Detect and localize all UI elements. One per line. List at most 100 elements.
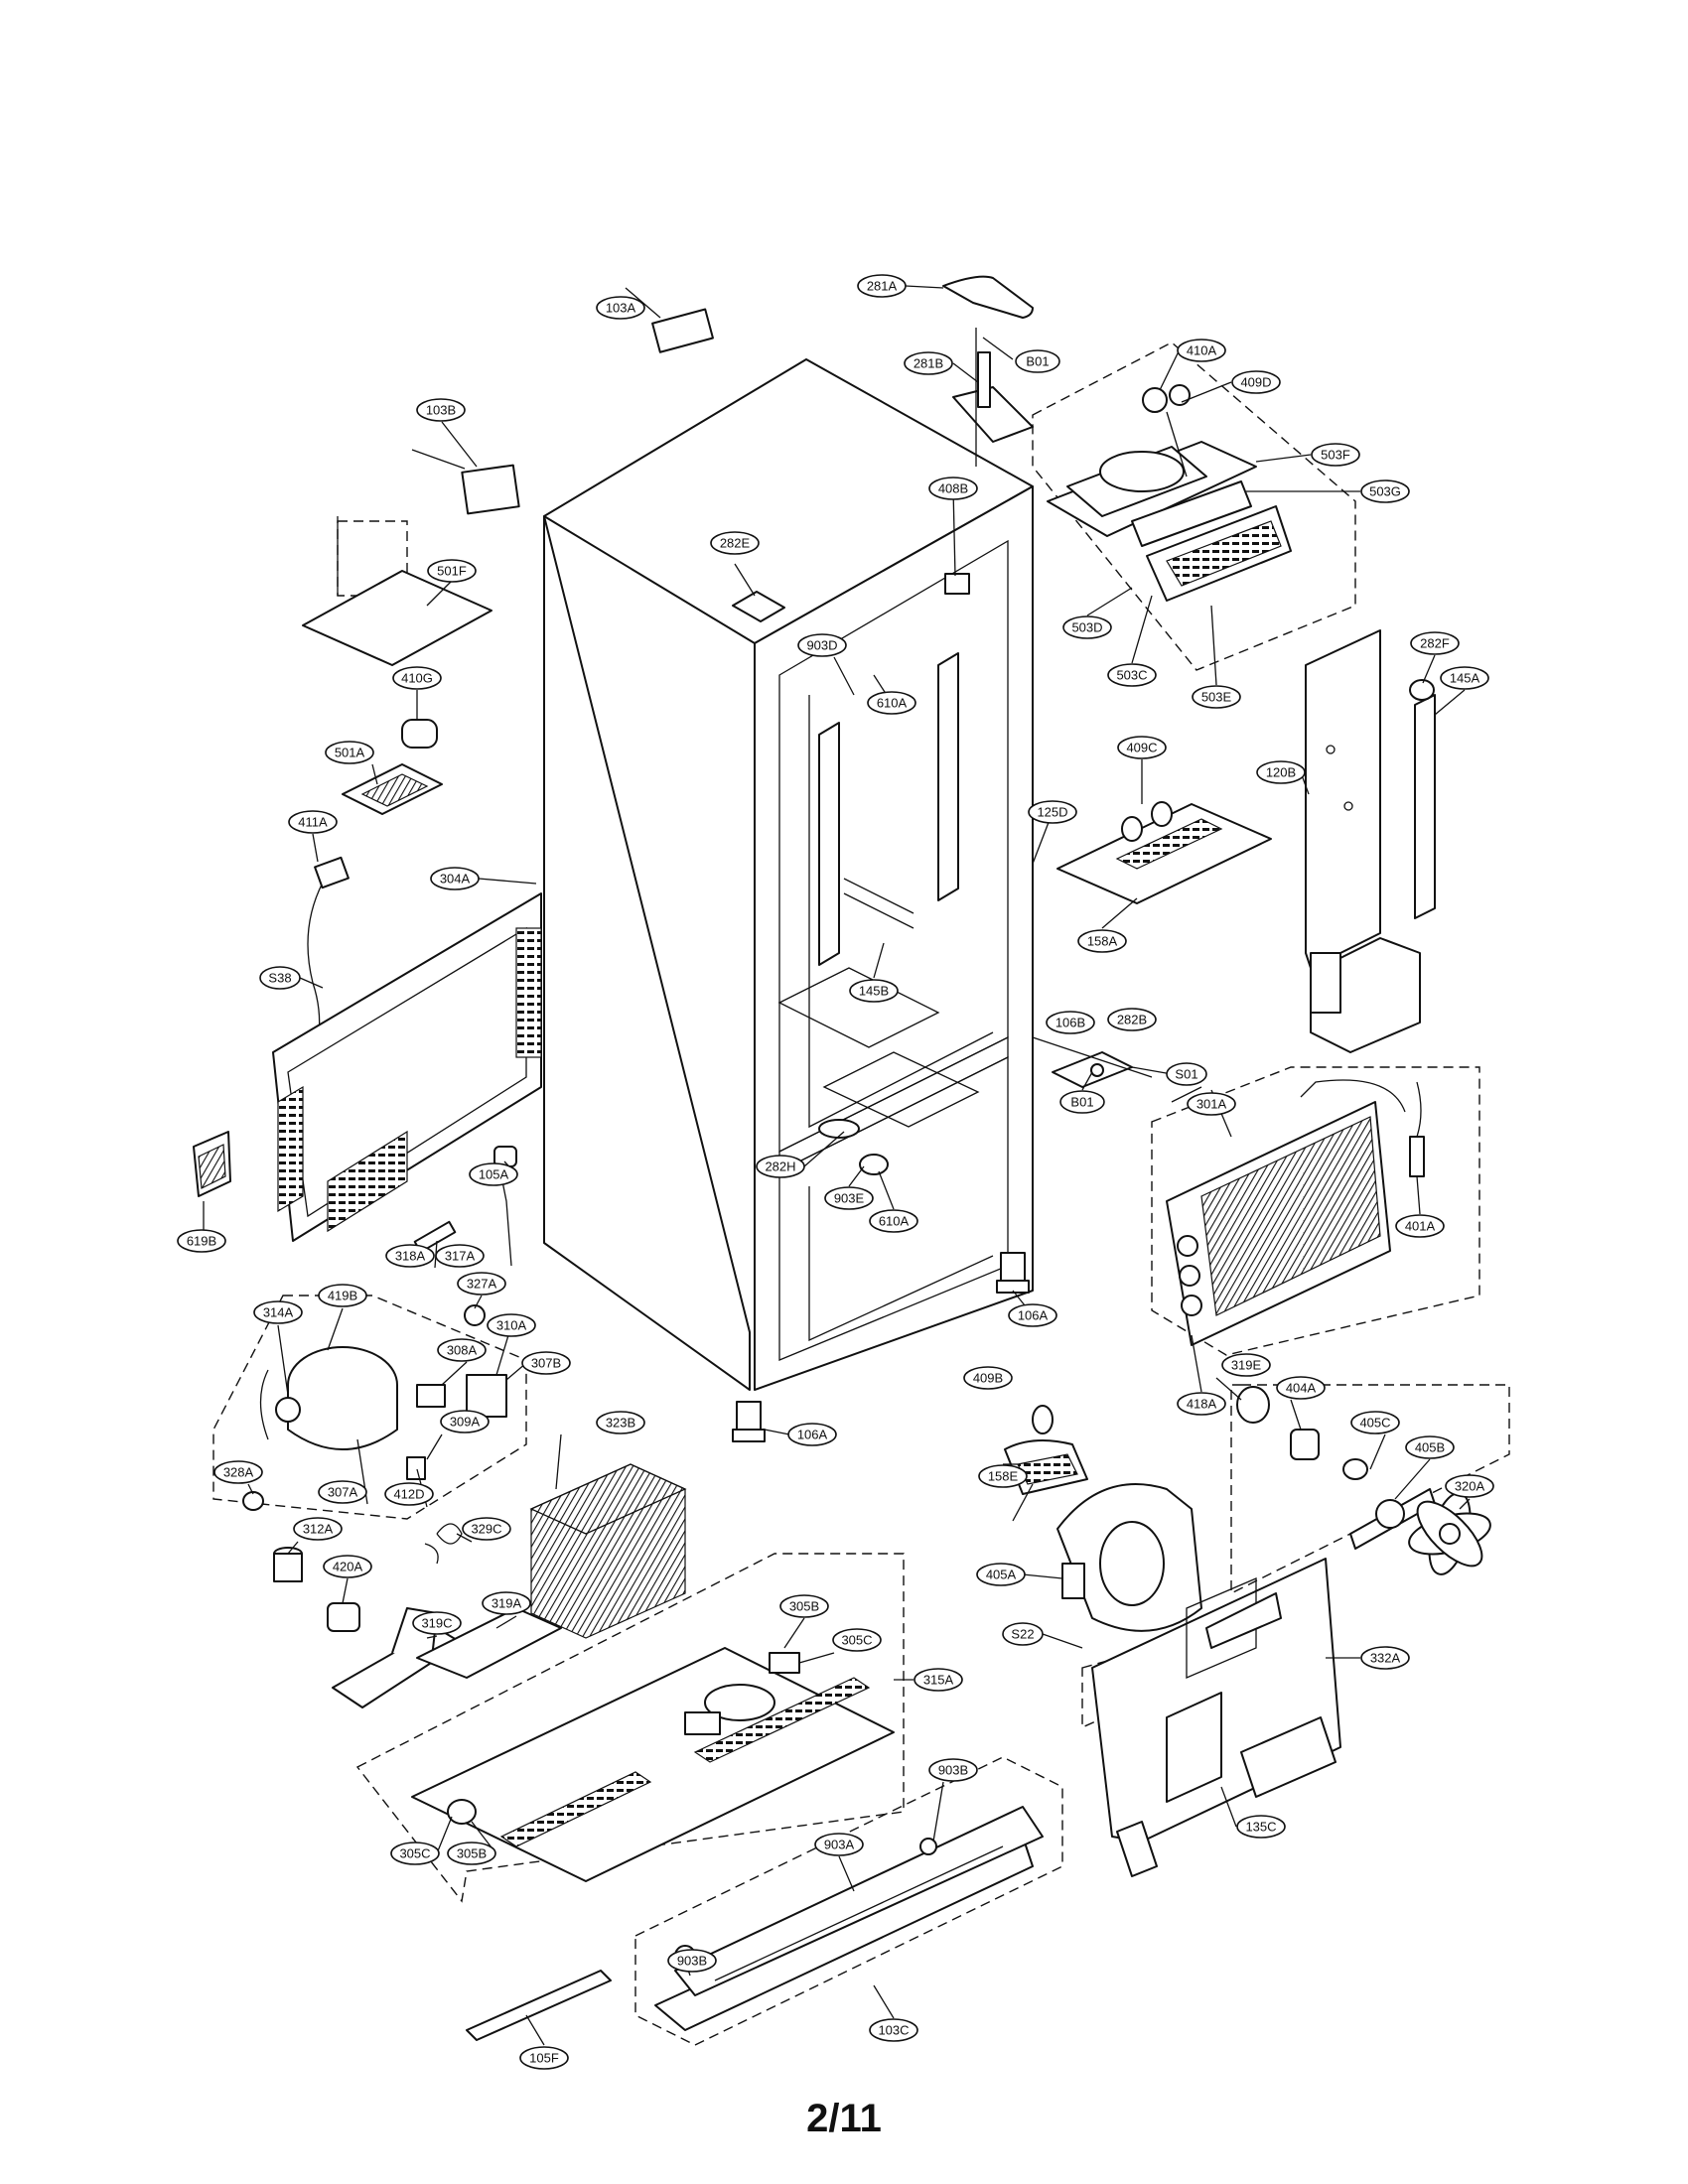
label-282E: 282E [710, 531, 760, 555]
svg-text:301A: 301A [1196, 1097, 1227, 1112]
svg-text:S22: S22 [1011, 1627, 1034, 1642]
svg-text:610A: 610A [879, 1214, 910, 1229]
svg-text:281A: 281A [867, 279, 898, 294]
label-105A: 105A [469, 1162, 518, 1186]
label-282B: 282B [1107, 1008, 1157, 1031]
label-503D: 503D [1062, 615, 1112, 639]
label-310A: 310A [487, 1313, 536, 1337]
label-903A: 903A [814, 1833, 864, 1856]
shelf-and-duct-group [1056, 629, 1436, 1053]
svg-text:409B: 409B [973, 1371, 1003, 1386]
label-145A: 145A [1440, 666, 1489, 690]
label-305B: 305B [779, 1594, 829, 1618]
middle-hinge-group [1032, 1036, 1153, 1088]
label-501F: 501F [427, 559, 477, 583]
label-329C: 329C [462, 1517, 511, 1541]
svg-text:S38: S38 [268, 971, 291, 986]
label-S01: S01 [1166, 1062, 1207, 1086]
label-503F: 503F [1311, 443, 1360, 467]
label-282H: 282H [756, 1155, 805, 1178]
svg-text:282F: 282F [1420, 636, 1450, 651]
svg-text:405B: 405B [1415, 1440, 1445, 1455]
label-412D: 412D [384, 1482, 434, 1506]
svg-text:503G: 503G [1369, 484, 1401, 499]
label-305C: 305C [832, 1628, 882, 1652]
label-405C: 405C [1350, 1411, 1400, 1434]
label-409C: 409C [1117, 736, 1167, 759]
svg-text:320A: 320A [1455, 1479, 1485, 1494]
svg-text:106A: 106A [1018, 1308, 1049, 1323]
label-319E: 319E [1221, 1353, 1271, 1377]
label-281B: 281B [904, 351, 953, 375]
label-332A: 332A [1360, 1646, 1410, 1670]
label-410G: 410G [392, 666, 442, 690]
svg-text:327A: 327A [467, 1277, 497, 1292]
svg-text:315A: 315A [923, 1673, 954, 1688]
svg-text:503F: 503F [1321, 448, 1350, 463]
svg-text:903B: 903B [677, 1954, 707, 1969]
svg-text:305B: 305B [457, 1846, 487, 1861]
label-401A: 401A [1395, 1214, 1445, 1238]
label-503C: 503C [1107, 663, 1157, 687]
page-number: 2/11 [806, 2097, 882, 2140]
label-120B: 120B [1256, 760, 1306, 784]
label-145B: 145B [849, 979, 899, 1003]
svg-text:410G: 410G [401, 671, 433, 686]
label-411A: 411A [288, 810, 338, 834]
condenser-323B [529, 1463, 687, 1639]
svg-text:501F: 501F [437, 564, 467, 579]
part-labels: 281A 103A B01 281B 410A 409D 103B 503F 5… [177, 274, 1494, 2070]
svg-text:619B: 619B [187, 1234, 216, 1249]
label-405B: 405B [1405, 1435, 1455, 1459]
svg-text:312A: 312A [303, 1522, 334, 1537]
svg-text:317A: 317A [445, 1249, 476, 1264]
label-420A: 420A [323, 1555, 372, 1578]
svg-text:103C: 103C [878, 2023, 909, 2038]
label-503G: 503G [1360, 479, 1410, 503]
label-317A: 317A [435, 1244, 485, 1268]
svg-text:B01: B01 [1070, 1095, 1093, 1110]
fan-group [1004, 1384, 1510, 1632]
label-308A: 308A [437, 1338, 487, 1362]
svg-text:319C: 319C [421, 1616, 452, 1631]
svg-text:135C: 135C [1245, 1820, 1276, 1835]
svg-text:S01: S01 [1175, 1067, 1197, 1082]
svg-text:105A: 105A [479, 1167, 509, 1182]
svg-text:903A: 903A [824, 1838, 855, 1852]
label-S22: S22 [1002, 1622, 1044, 1646]
label-903E: 903E [824, 1186, 874, 1210]
svg-text:125D: 125D [1037, 805, 1067, 820]
label-305B-lower: 305B [447, 1842, 496, 1865]
svg-text:418A: 418A [1187, 1397, 1217, 1412]
svg-text:404A: 404A [1286, 1381, 1317, 1396]
svg-text:328A: 328A [223, 1465, 254, 1480]
svg-text:419B: 419B [328, 1289, 357, 1303]
svg-text:410A: 410A [1187, 343, 1217, 358]
label-158A: 158A [1077, 929, 1127, 953]
svg-text:409C: 409C [1126, 741, 1157, 755]
label-105F: 105F [519, 2046, 569, 2070]
label-309A: 309A [440, 1410, 490, 1433]
control-box-group [1032, 341, 1356, 671]
left-upper-group [302, 516, 492, 1043]
svg-text:282E: 282E [720, 536, 751, 551]
svg-text:305C: 305C [841, 1633, 872, 1648]
label-320A: 320A [1445, 1474, 1494, 1498]
svg-text:401A: 401A [1405, 1219, 1436, 1234]
svg-text:304A: 304A [440, 872, 471, 887]
label-106A-lower: 106A [787, 1423, 837, 1446]
label-319A: 319A [482, 1591, 531, 1615]
label-610A: 610A [867, 691, 916, 715]
label-903B-lower: 903B [667, 1949, 717, 1973]
svg-text:405C: 405C [1359, 1416, 1390, 1431]
svg-text:903B: 903B [938, 1763, 968, 1778]
label-282F: 282F [1410, 631, 1460, 655]
label-419B: 419B [318, 1284, 367, 1307]
svg-text:282B: 282B [1117, 1013, 1147, 1027]
svg-text:503D: 503D [1071, 620, 1102, 635]
label-409B: 409B [963, 1366, 1013, 1390]
svg-text:158E: 158E [988, 1469, 1019, 1484]
svg-text:503E: 503E [1201, 690, 1232, 705]
svg-text:305C: 305C [399, 1846, 430, 1861]
